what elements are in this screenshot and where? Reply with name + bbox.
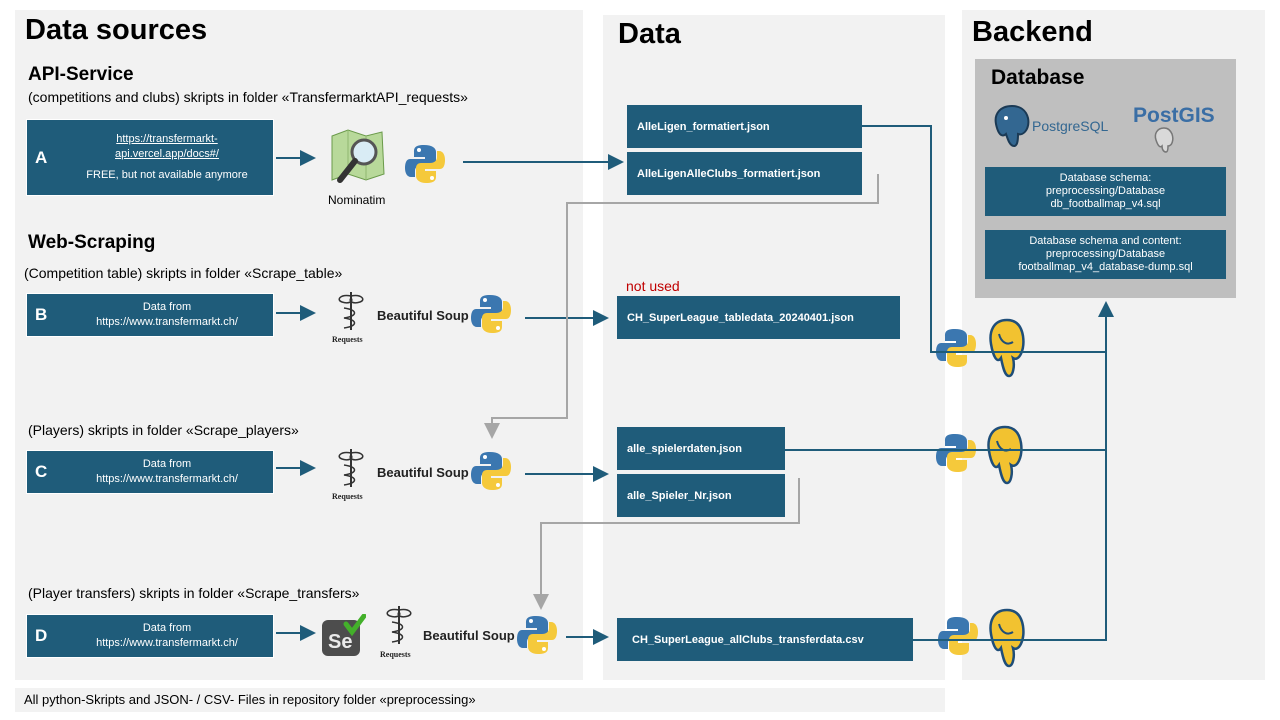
postgis-label: PostGIS	[1133, 104, 1215, 127]
beautifulsoup-logo: Beautiful Soup	[423, 628, 515, 643]
file-tabledata: CH_SuperLeague_tabledata_20240401.json	[617, 296, 900, 339]
file-transferdata: CH_SuperLeague_allClubs_transferdata.csv	[617, 618, 913, 661]
beautifulsoup-logo: Beautiful Soup	[377, 308, 469, 323]
source-letter-c: C	[35, 462, 48, 481]
schema-box: Database schema: preprocessing/Database …	[985, 167, 1226, 216]
psycopg-elephant-icon	[987, 318, 1027, 383]
file-alleligen-alleclubs-formatiert: AlleLigenAlleClubs_formatiert.json	[627, 152, 862, 195]
postgresql-elephant-icon	[992, 104, 1032, 153]
data-sources-panel	[15, 10, 583, 680]
not-used-label: not used	[626, 278, 680, 294]
box-d-line1: Data from	[142, 622, 192, 634]
python-icon	[935, 432, 977, 479]
footer-panel	[15, 688, 945, 712]
source-box-a: A https://transfermarkt- api.vercel.app/…	[26, 119, 274, 196]
source-box-d: D Data from https://www.transfermarkt.ch…	[26, 614, 274, 658]
requests-icon	[330, 447, 372, 494]
requests-label: Requests	[332, 492, 363, 501]
api-link-line1: https://transfermarkt-	[116, 133, 218, 145]
requests-icon	[330, 290, 372, 337]
api-link-line2: api.vercel.app/docs#/	[115, 148, 219, 160]
box-c-line2: https://www.transfermarkt.ch/	[96, 473, 238, 485]
python-icon	[937, 615, 979, 662]
footer-note: All python-Skripts and JSON- / CSV- File…	[24, 692, 476, 707]
box-b-line1: Data from	[142, 301, 192, 313]
psycopg-elephant-icon	[985, 425, 1025, 490]
box-b-line2: https://www.transfermarkt.ch/	[96, 316, 238, 328]
api-note: FREE, but not available anymore	[86, 169, 248, 181]
nominatim-label: Nominatim	[328, 193, 386, 207]
database-title: Database	[991, 66, 1085, 89]
box-d-line2: https://www.transfermarkt.ch/	[96, 637, 238, 649]
psycopg-elephant-icon	[987, 608, 1027, 673]
api-docs-link[interactable]: https://transfermarkt- api.vercel.app/do…	[115, 132, 219, 162]
dump-line3: footballmap_v4_database-dump.sql	[1018, 261, 1193, 273]
svg-text:Se: Se	[328, 631, 352, 653]
python-icon	[404, 143, 446, 190]
requests-label: Requests	[332, 335, 363, 344]
postgis-elephant-icon	[1152, 126, 1176, 159]
schema-line3: db_footballmap_v4.sql	[1050, 198, 1161, 210]
python-icon	[935, 327, 977, 374]
data-sources-title: Data sources	[25, 14, 208, 46]
source-box-c: C Data from https://www.transfermarkt.ch…	[26, 450, 274, 494]
data-title: Data	[618, 18, 681, 50]
requests-label: Requests	[380, 650, 411, 659]
box-c-line1: Data from	[142, 458, 192, 470]
python-icon	[516, 614, 558, 661]
postgresql-label: PostgreSQL	[1032, 118, 1109, 134]
schema-line2: preprocessing/Database	[1045, 185, 1166, 197]
api-service-description: (competitions and clubs) skripts in fold…	[28, 89, 468, 105]
source-letter-d: D	[35, 626, 48, 645]
file-alle-spielerdaten: alle_spielerdaten.json	[617, 427, 785, 470]
source-letter-b: B	[35, 305, 48, 324]
dump-box: Database schema and content: preprocessi…	[985, 230, 1226, 279]
scrape-players-description: (Players) skripts in folder «Scrape_play…	[28, 422, 299, 438]
nominatim-map-icon	[328, 128, 388, 193]
dump-line1: Database schema and content:	[1029, 235, 1182, 247]
file-alleligen-formatiert: AlleLigen_formatiert.json	[627, 105, 862, 148]
python-icon	[470, 293, 512, 340]
scrape-table-description: (Competition table) skripts in folder «S…	[24, 265, 343, 281]
web-scraping-heading: Web-Scraping	[28, 232, 156, 253]
backend-title: Backend	[972, 16, 1093, 48]
file-alle-spieler-nr: alle_Spieler_Nr.json	[617, 474, 785, 517]
beautifulsoup-logo: Beautiful Soup	[377, 465, 469, 480]
api-service-heading: API-Service	[28, 64, 134, 85]
source-letter-a: A	[35, 147, 48, 167]
selenium-icon: Se	[320, 613, 367, 663]
schema-line1: Database schema:	[1059, 172, 1152, 184]
python-icon	[470, 450, 512, 497]
requests-icon	[378, 604, 420, 651]
source-box-b: B Data from https://www.transfermarkt.ch…	[26, 293, 274, 337]
scrape-transfers-description: (Player transfers) skripts in folder «Sc…	[28, 585, 360, 601]
dump-line2: preprocessing/Database	[1045, 248, 1166, 260]
